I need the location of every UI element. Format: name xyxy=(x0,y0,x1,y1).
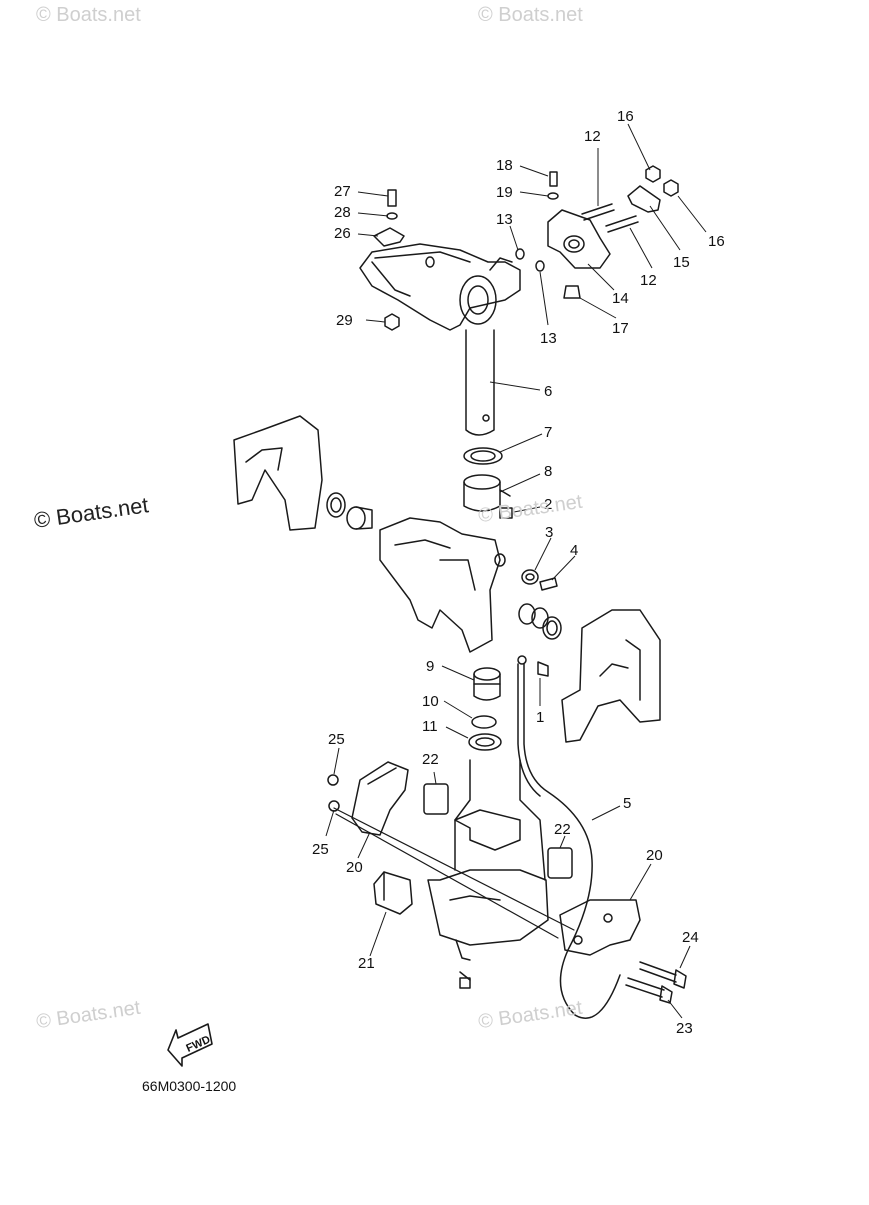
callout-25: 25 xyxy=(328,731,345,748)
callout-numbers: 16 16 12 12 18 19 27 28 26 13 13 15 14 2… xyxy=(312,108,725,1037)
callout-12: 12 xyxy=(584,128,601,145)
spring-and-ring xyxy=(518,603,562,640)
bracket-14 xyxy=(547,209,611,269)
callout-9: 9 xyxy=(426,658,434,675)
callout-7: 7 xyxy=(544,424,552,441)
diagram-code: 66M0300-1200 xyxy=(142,1078,236,1094)
rubber-mount-22-right xyxy=(547,847,573,879)
cover-21 xyxy=(373,871,413,915)
o-ring-10 xyxy=(471,715,497,729)
callout-12: 12 xyxy=(640,272,657,289)
fwd-arrow xyxy=(167,1023,213,1067)
mount-9 xyxy=(473,667,501,701)
callout-22: 22 xyxy=(554,821,571,838)
callout-6: 6 xyxy=(544,383,552,400)
washer-13-lower xyxy=(535,260,545,272)
nut-29 xyxy=(384,313,400,331)
callout-25: 25 xyxy=(312,841,329,858)
clamp-bracket-left xyxy=(233,415,323,531)
leader-lines xyxy=(325,123,707,1019)
center-bracket xyxy=(454,809,521,851)
washer-19 xyxy=(547,192,559,200)
nut-25-lower xyxy=(328,800,340,812)
callout-16: 16 xyxy=(708,233,725,250)
callout-15: 15 xyxy=(673,254,690,271)
clamp-bracket-right xyxy=(561,609,661,743)
fwd-label: FWD xyxy=(184,1034,212,1055)
callout-28: 28 xyxy=(334,204,351,221)
bolt-23 xyxy=(625,977,673,1004)
callout-13: 13 xyxy=(496,211,513,228)
mount-bracket-20-right xyxy=(559,899,641,956)
callout-1: 1 xyxy=(536,709,544,726)
callout-20: 20 xyxy=(646,847,663,864)
callout-24: 24 xyxy=(682,929,699,946)
nut-25-upper xyxy=(327,774,339,786)
callout-2: 2 xyxy=(544,496,552,513)
ground-cable-5 xyxy=(523,663,621,1019)
swivel-bracket xyxy=(379,517,506,653)
callout-11: 11 xyxy=(422,718,438,735)
through-bolt-line-upper xyxy=(333,807,575,931)
bolt-4 xyxy=(539,577,558,591)
lower-case-outline xyxy=(427,759,549,981)
collar-3 xyxy=(521,569,539,585)
callout-18: 18 xyxy=(496,157,513,174)
callout-29: 29 xyxy=(336,312,353,329)
callout-22: 22 xyxy=(422,751,439,768)
seal-11 xyxy=(468,733,502,751)
plate-26 xyxy=(373,227,405,247)
callout-5: 5 xyxy=(623,795,631,812)
washer-13-upper xyxy=(515,248,525,260)
plate-2 xyxy=(499,507,513,519)
callout-14: 14 xyxy=(612,290,629,307)
nut-16-lower xyxy=(663,179,679,197)
through-bolt-line-lower xyxy=(335,813,559,939)
callout-23: 23 xyxy=(676,1020,693,1037)
callout-20: 20 xyxy=(346,859,363,876)
callout-16: 16 xyxy=(617,108,634,125)
rubber-mount-22-left xyxy=(423,783,449,815)
washer-28 xyxy=(386,212,398,220)
callout-26: 26 xyxy=(334,225,351,242)
callout-21: 21 xyxy=(358,955,375,972)
mount-bracket-20-left xyxy=(351,761,409,836)
callout-4: 4 xyxy=(570,542,578,559)
ground-lead-1 xyxy=(517,655,549,677)
tilt-bushings xyxy=(326,492,373,530)
small-bolt xyxy=(459,977,471,989)
bolt-27 xyxy=(387,189,397,207)
bolt-18 xyxy=(549,171,558,187)
callout-3: 3 xyxy=(545,524,553,541)
steering-bracket xyxy=(359,243,521,331)
callout-19: 19 xyxy=(496,184,513,201)
plate-15 xyxy=(627,185,661,213)
steering-shaft xyxy=(465,329,495,436)
nut-16-upper xyxy=(645,165,661,183)
watermark: © Boats.net xyxy=(36,4,141,26)
callout-13: 13 xyxy=(540,330,557,347)
watermark: © Boats.net xyxy=(478,4,583,26)
callout-17: 17 xyxy=(612,320,629,337)
ground-cable-5-inner xyxy=(517,663,541,797)
stud-12-upper xyxy=(581,203,615,221)
callout-10: 10 xyxy=(422,693,439,710)
washer-7 xyxy=(463,447,503,465)
callout-8: 8 xyxy=(544,463,552,480)
stud-12-lower xyxy=(605,215,639,233)
bolt-24 xyxy=(639,961,687,989)
grease-nipple-17 xyxy=(563,285,581,299)
callout-27: 27 xyxy=(334,183,351,200)
